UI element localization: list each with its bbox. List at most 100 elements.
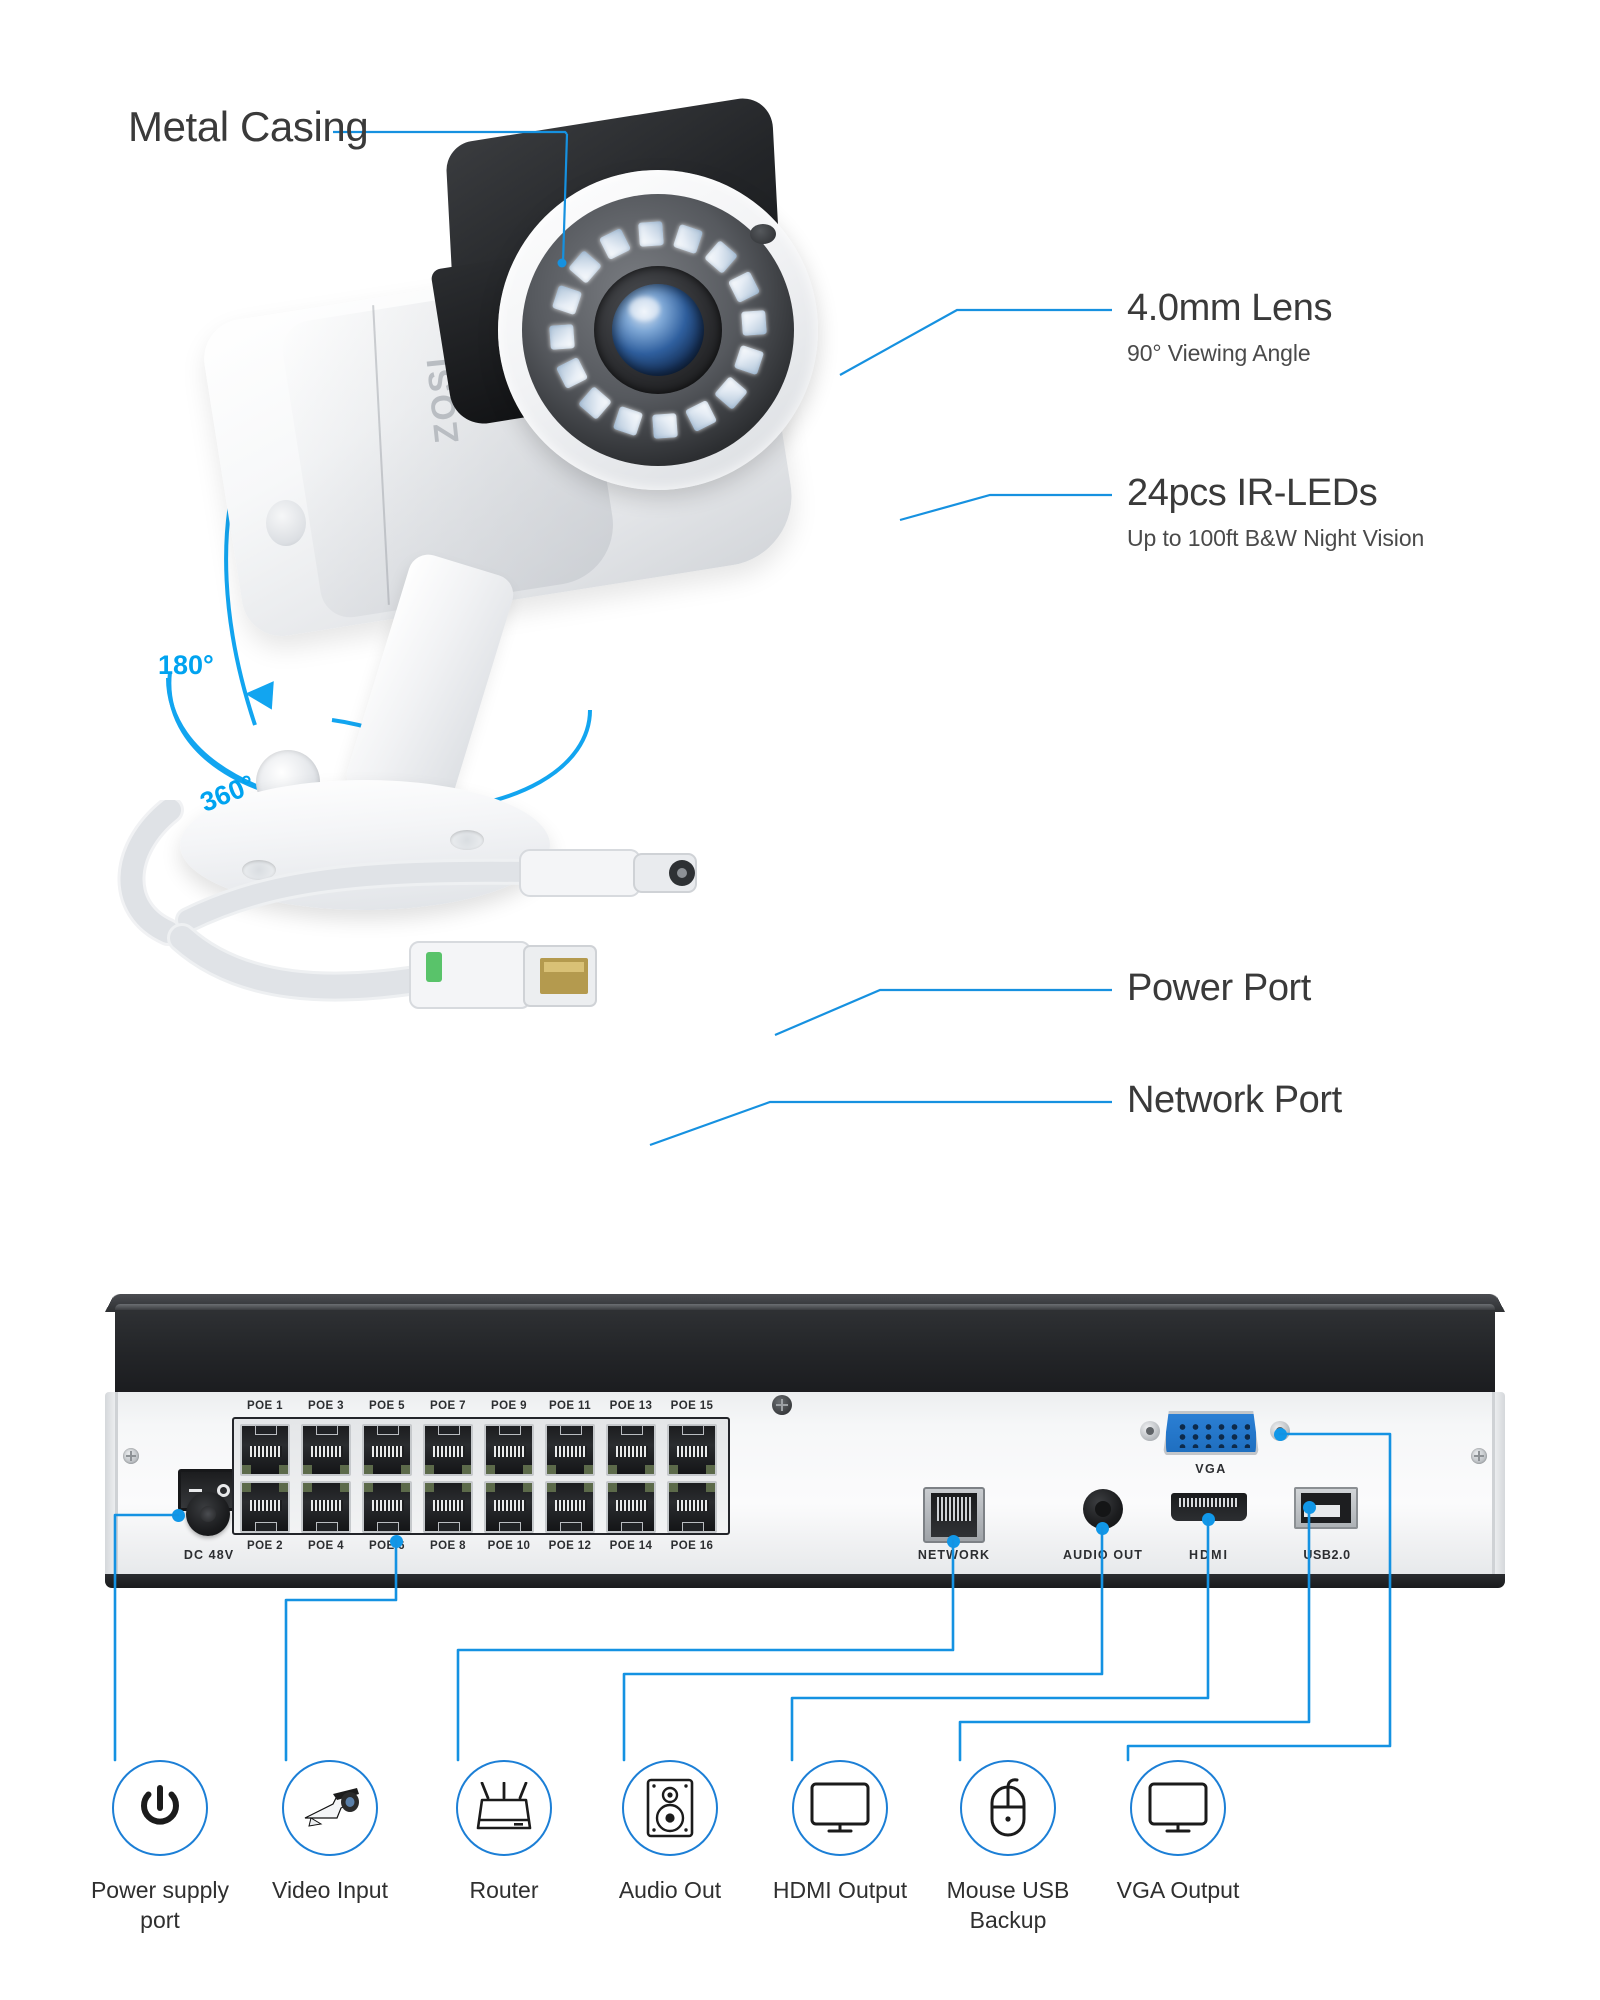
- hdmi-port-pins: [1179, 1498, 1239, 1507]
- rj45-tab: [682, 1425, 704, 1435]
- vga-screw-left: [1140, 1421, 1160, 1441]
- nvr-lid-highlight: [115, 1304, 1495, 1310]
- rj45-shield-corner: [669, 1465, 678, 1474]
- rj45-tab: [438, 1425, 460, 1435]
- legend-item-label: Router: [404, 1876, 604, 1906]
- poe-port-label: POE 15: [670, 1400, 714, 1412]
- rj45-tab: [499, 1522, 521, 1532]
- rj45-pins: [250, 1500, 282, 1511]
- rj45-pins: [372, 1500, 404, 1511]
- nvr-lid: [115, 1304, 1495, 1394]
- rj45-shield-corner: [340, 1483, 349, 1492]
- poe-rj45-port[interactable]: [362, 1481, 412, 1533]
- legend-item-camera[interactable]: Video Input: [230, 1760, 430, 1906]
- rj45-shield-corner: [523, 1483, 532, 1492]
- rj45-shield-corner: [608, 1483, 617, 1492]
- legend-item-speaker[interactable]: Audio Out: [570, 1760, 770, 1906]
- rj45-pins: [555, 1446, 587, 1457]
- poe-port-label: POE 14: [609, 1540, 653, 1552]
- vga-port-pins: [1176, 1422, 1250, 1448]
- light-sensor-icon: [750, 224, 776, 244]
- callout-ir-subtitle: Up to 100ft B&W Night Vision: [1127, 525, 1425, 551]
- legend-label-line1: Mouse USB: [946, 1877, 1070, 1903]
- rj45-shield-corner: [462, 1465, 471, 1474]
- rj45-shield-corner: [303, 1483, 312, 1492]
- rj45-pins: [616, 1446, 648, 1457]
- poe-port-label: POE 5: [369, 1400, 405, 1412]
- vga-port[interactable]: [1163, 1411, 1259, 1455]
- rj45-tab: [621, 1522, 643, 1532]
- poe-rj45-port[interactable]: [423, 1424, 473, 1476]
- poe-rj45-port[interactable]: [606, 1424, 656, 1476]
- switch-off-icon: [216, 1483, 230, 1497]
- poe-port-label: POE 3: [308, 1400, 344, 1412]
- rj45-pins: [250, 1446, 282, 1457]
- rj45-shield-corner: [706, 1483, 715, 1492]
- camera-icon: [282, 1760, 378, 1856]
- camera-pigtail-cables: [117, 800, 697, 1009]
- rj45-shield-corner: [364, 1465, 373, 1474]
- rj45-pins: [494, 1500, 526, 1511]
- poe-rj45-port[interactable]: [484, 1481, 534, 1533]
- legend-item-monitor[interactable]: HDMI Output: [740, 1760, 940, 1906]
- rj45-pins: [311, 1446, 343, 1457]
- nvr-leader-lines: [113, 1432, 1392, 1762]
- rj45-shield-corner: [242, 1465, 251, 1474]
- poe-rj45-port[interactable]: [240, 1481, 290, 1533]
- poe-port-label: POE 11: [548, 1400, 592, 1412]
- poe-rj45-port[interactable]: [362, 1424, 412, 1476]
- mouse-icon: [960, 1760, 1056, 1856]
- legend-label-line1: VGA Output: [1116, 1877, 1240, 1903]
- callout-lens-title: 4.0mm Lens: [1127, 287, 1333, 329]
- rj45-tab: [377, 1522, 399, 1532]
- legend-label-line1: Router: [469, 1877, 539, 1903]
- nvr-right-edge: [1493, 1392, 1505, 1578]
- monitor-icon: [792, 1760, 888, 1856]
- poe-rj45-port[interactable]: [301, 1424, 351, 1476]
- rj45-pins: [433, 1446, 465, 1457]
- poe-rj45-port[interactable]: [240, 1424, 290, 1476]
- legend-item-label: Audio Out: [570, 1876, 770, 1906]
- poe-rj45-port[interactable]: [423, 1481, 473, 1533]
- poe-port-label: POE 16: [670, 1540, 714, 1552]
- rj45-pins: [372, 1446, 404, 1457]
- poe-port-label: POE 10: [487, 1540, 531, 1552]
- poe-rj45-port[interactable]: [667, 1424, 717, 1476]
- callout-ir-title: 24pcs IR-LEDs: [1127, 472, 1378, 514]
- poe-port-label: POE 4: [308, 1540, 344, 1552]
- poe-rj45-port[interactable]: [545, 1424, 595, 1476]
- rj45-shield-corner: [462, 1483, 471, 1492]
- legend-item-label: Video Input: [230, 1876, 430, 1906]
- poe-port-label: POE 8: [430, 1540, 466, 1552]
- legend-label-line1: Audio Out: [618, 1877, 722, 1903]
- poe-rj45-port[interactable]: [667, 1481, 717, 1533]
- rj45-shield-corner: [401, 1465, 410, 1474]
- callout-lens-subtitle: 90° Viewing Angle: [1127, 340, 1311, 366]
- network-rj45-port[interactable]: [923, 1487, 985, 1543]
- rj45-shield-corner: [364, 1483, 373, 1492]
- rj45-pins: [616, 1500, 648, 1511]
- rj45-shield-corner: [425, 1465, 434, 1474]
- rj45-shield-corner: [242, 1483, 251, 1492]
- dc-power-jack[interactable]: [186, 1492, 230, 1536]
- mount-screw-hole: [242, 860, 276, 880]
- poe-rj45-port[interactable]: [606, 1481, 656, 1533]
- rj45-tab: [438, 1522, 460, 1532]
- rj45-tab: [499, 1425, 521, 1435]
- rj45-pins: [433, 1500, 465, 1511]
- rj45-pins: [677, 1500, 709, 1511]
- rj45-shield-corner: [279, 1483, 288, 1492]
- poe-rj45-port[interactable]: [484, 1424, 534, 1476]
- rj45-shield-corner: [425, 1483, 434, 1492]
- callout-metal-casing: Metal Casing: [128, 103, 369, 150]
- camera-illustration: ZOSI: [117, 60, 970, 1009]
- poe-rj45-port[interactable]: [545, 1481, 595, 1533]
- legend-item-monitor[interactable]: VGA Output: [1078, 1760, 1278, 1906]
- rj45-shield-corner: [486, 1465, 495, 1474]
- legend-label-line1: Power supply: [90, 1877, 230, 1903]
- legend-item-router[interactable]: Router: [404, 1760, 604, 1906]
- poe-rj45-port[interactable]: [301, 1481, 351, 1533]
- lens-glass: [612, 284, 704, 376]
